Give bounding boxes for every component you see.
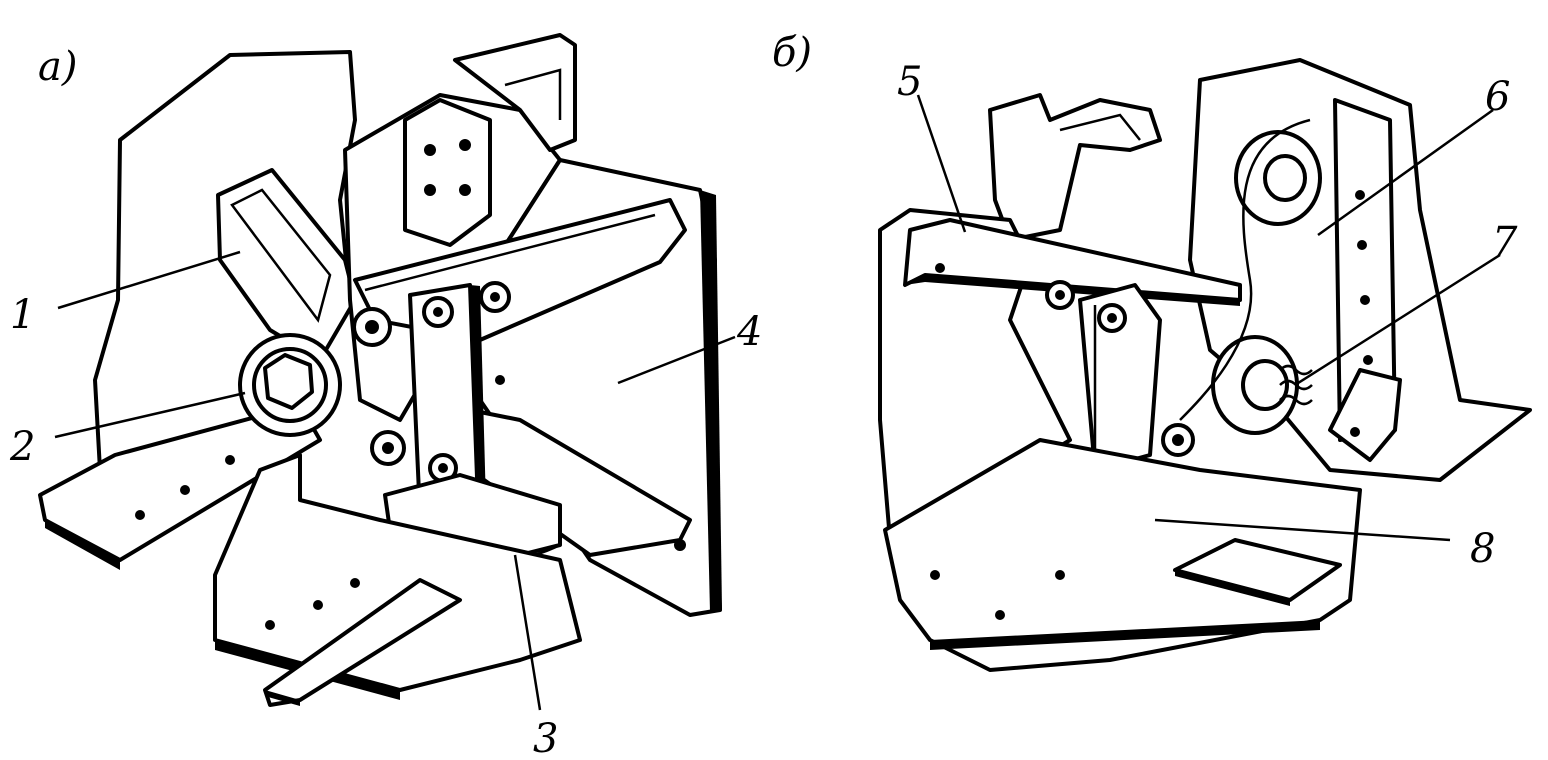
bolt-2 (238, 333, 342, 437)
callout-4: 4 (736, 309, 762, 355)
callout-2: 2 (9, 424, 35, 470)
callout-1: 1 (10, 292, 35, 338)
spring-7 (1211, 335, 1313, 435)
vertical-link-b (1078, 283, 1162, 472)
rear-rail-a (453, 33, 577, 152)
panel-tag-b: б) (772, 30, 812, 76)
panel-tag-a: а) (38, 44, 77, 90)
slotted-rail-a (263, 578, 462, 707)
panel-b-drawing (878, 58, 1532, 672)
callout-8: 8 (1470, 526, 1495, 572)
callout-7: 7 (1492, 219, 1518, 265)
leaders-b (916, 94, 1501, 542)
leaders-a (54, 250, 736, 711)
callout-5: 5 (897, 59, 922, 105)
top-bracket-a (403, 98, 492, 247)
curved-rod-b (1179, 118, 1311, 421)
callout-3: 3 (533, 716, 558, 760)
angle-bracket-b (1328, 368, 1402, 462)
panel-a-drawing (38, 33, 722, 707)
rear-bracket-b (988, 93, 1162, 242)
callout-6: 6 (1485, 74, 1510, 120)
